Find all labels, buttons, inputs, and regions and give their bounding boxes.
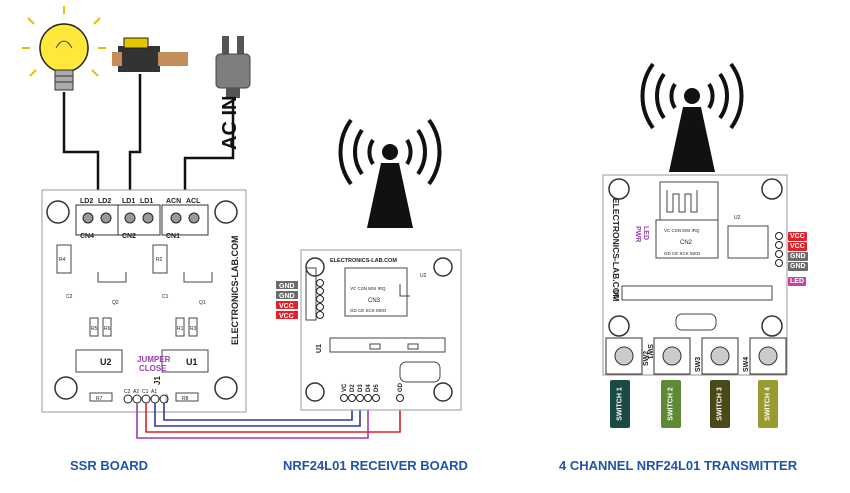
switch-1-label: SWITCH 1 (616, 387, 624, 421)
receiver-pin-gd: GD (398, 382, 404, 392)
ac-in-label: AC IN (219, 96, 241, 150)
terminal-ld1-b: LD1 (140, 198, 153, 205)
light-bulb-icon (22, 6, 106, 91)
ac-plug-icon (215, 36, 251, 98)
antenna-receiver (367, 163, 413, 228)
pwr-led-line1: PWR (634, 226, 641, 242)
receiver-pin-d4: D4 (366, 384, 372, 392)
part-q1: Q1 (199, 300, 206, 306)
switch-4-legend: SWITCH 4 (758, 380, 778, 428)
receiver-u1: U1 (316, 344, 323, 353)
sw1-label: SW1 (646, 344, 653, 359)
part-c2: C2 (66, 294, 73, 300)
terminal-acl: ACL (186, 198, 201, 205)
solenoid-valve-icon (112, 37, 188, 72)
connector-cn4: CN4 (80, 233, 94, 240)
receiver-url: ELECTRONICS-LAB.COM (330, 258, 397, 264)
part-q2: Q2 (112, 300, 119, 306)
caption-receiver-board: NRF24L01 RECEIVER BOARD (283, 458, 468, 473)
transmitter-pins-top: VC CSN MSI IRQ (664, 228, 700, 233)
tx-tag-vcc-1: VCC (788, 232, 807, 241)
transmitter-pins-bottom: GD CE SCK MSO (664, 251, 701, 256)
switch-1-legend: SWITCH 1 (610, 380, 630, 428)
receiver-tag-gnd-1: GND (279, 283, 295, 290)
switch-2-legend: SWITCH 2 (661, 380, 681, 428)
sw2-label: SW2 (643, 351, 650, 366)
part-u1: U1 (186, 357, 198, 367)
part-r4: R4 (59, 257, 66, 263)
receiver-tag-vcc-2: VCC (279, 313, 294, 320)
part-r5: R5 (91, 326, 98, 332)
load-wires (62, 74, 235, 198)
receiver-cn3: CN3 (368, 298, 381, 304)
wifi-icon-receiver (338, 118, 442, 186)
part-u2: U2 (100, 357, 112, 367)
tx-tag-vcc-2: VCC (788, 242, 807, 251)
transmitter-u1: U1 (612, 290, 619, 299)
terminal-ld2-a: LD2 (80, 198, 93, 205)
ssr-board: CN4 CN2 CN1 LD2 LD2 LD1 LD1 ACN ACL R4 R… (41, 189, 247, 413)
receiver-pin-d5: D5 (374, 384, 380, 392)
pwr-led-line2: LED (642, 226, 649, 240)
caption-transmitter: 4 CHANNEL NRF24L01 TRANSMITTER (559, 458, 798, 473)
receiver-power-tags: GND GND VCC VCC (276, 281, 298, 320)
pin-gnd: GND (164, 394, 169, 403)
connector-cn1: CN1 (166, 233, 180, 240)
j1-label: J1 (153, 376, 162, 385)
switch-3-label: SWITCH 3 (716, 387, 724, 421)
tx-tag-gnd-1: GND (788, 252, 808, 261)
connector-cn2: CN2 (122, 233, 136, 240)
pin-c1: C1 (142, 389, 149, 395)
transmitter-u2: U2 (734, 215, 741, 221)
jumper-label-line1: JUMPER (137, 355, 171, 364)
switch-2-label: SWITCH 2 (667, 387, 675, 421)
receiver-pin-vc: VC (342, 383, 348, 392)
transmitter-cn2: CN2 (680, 240, 693, 246)
receiver-pins-top: VC CSN MSI IRQ (350, 286, 386, 291)
sw4-label: SW4 (743, 357, 750, 372)
switch-3-legend: SWITCH 3 (710, 380, 730, 428)
part-c1: C1 (162, 294, 169, 300)
ssr-url: ELECTRONICS-LAB.COM (230, 236, 240, 346)
receiver-pin-d2: D2 (350, 384, 356, 392)
tx-tag-led: LED (788, 277, 806, 286)
tx-tag-gnd-2: GND (788, 262, 808, 271)
receiver-tag-vcc-1: VCC (279, 303, 294, 310)
pin-a2: A2 (133, 389, 139, 395)
part-r8: R8 (182, 396, 189, 402)
terminal-acn: ACN (166, 198, 181, 205)
switch-4-label: SWITCH 4 (764, 387, 772, 421)
pin-c2: C2 (124, 389, 131, 395)
transmitter-url: ELECTRONICS-LAB.COM (611, 198, 621, 301)
caption-ssr-board: SSR BOARD (70, 458, 149, 473)
wifi-icon-transmitter (640, 62, 744, 130)
receiver-pins-bottom: GD CE SCK MSO (350, 308, 387, 313)
wire-red (145, 398, 401, 433)
wire-blue (154, 398, 361, 427)
part-r6: R6 (104, 326, 111, 332)
part-r2: R2 (156, 257, 163, 263)
part-r1: R1 (177, 326, 184, 332)
pin-a1: A1 (151, 389, 157, 395)
antenna-transmitter (669, 107, 715, 172)
part-r7: R7 (96, 396, 103, 402)
wire-purple (136, 398, 369, 439)
receiver-tag-gnd-2: GND (279, 293, 295, 300)
receiver-pin-d3: D3 (358, 384, 364, 392)
transmitter-board: ELECTRONICS-LAB.COM PWR LED VC CSN MSI I… (602, 174, 788, 376)
terminal-ld2-b: LD2 (98, 198, 111, 205)
receiver-board: ELECTRONICS-LAB.COM VC CSN MSI IRQ CN3 G… (300, 249, 462, 411)
jumper-label-line2: CLOSE (139, 364, 167, 373)
sw3-label: SW3 (695, 357, 702, 372)
terminal-ld1-a: LD1 (122, 198, 135, 205)
part-r3: R3 (190, 326, 197, 332)
receiver-u2: U2 (420, 273, 427, 279)
